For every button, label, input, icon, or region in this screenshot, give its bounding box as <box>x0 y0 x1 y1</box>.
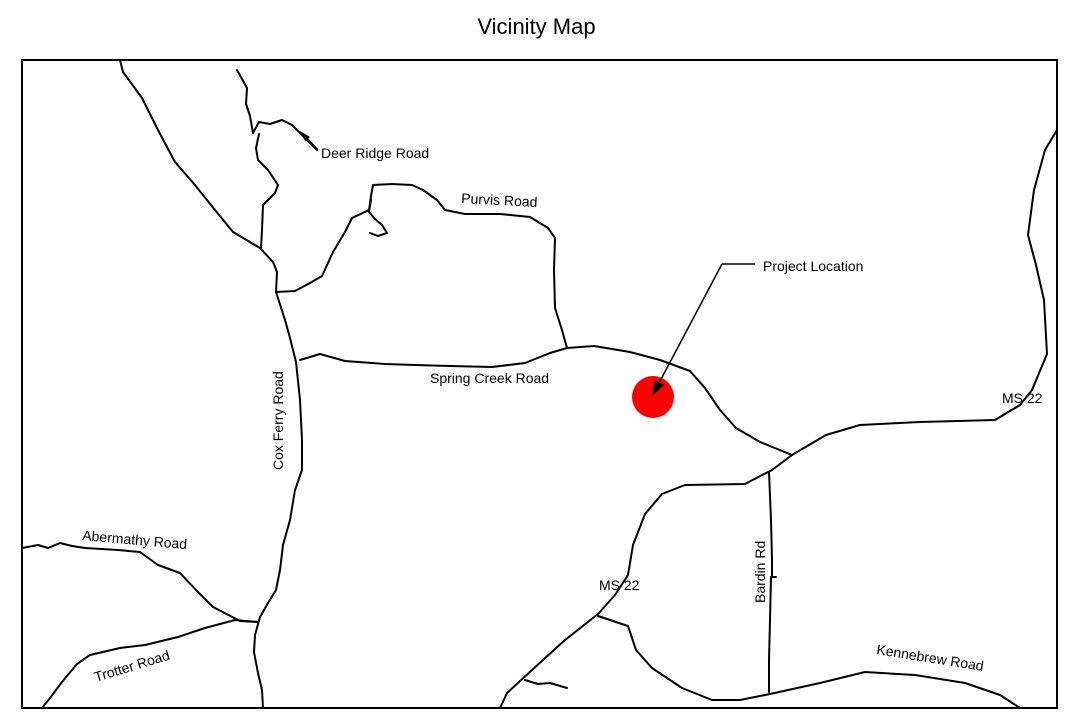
label-ms22-east: MS 22 <box>1002 390 1043 406</box>
road-abermathy <box>21 542 259 623</box>
label-deer-ridge-road: Deer Ridge Road <box>321 145 429 161</box>
label-spring-creek-road: Spring Creek Road <box>430 370 549 386</box>
map-frame <box>21 59 1058 709</box>
road-bardin <box>768 471 777 693</box>
road-spring-creek <box>299 345 793 456</box>
label-project-location: Project Location <box>763 258 863 274</box>
road-network <box>21 59 1058 709</box>
road-deer-ridge <box>236 69 318 249</box>
road-purvis-spur <box>368 199 388 237</box>
road-cox-ferry <box>119 59 303 709</box>
road-ms22-south <box>499 454 793 709</box>
map-title: Vicinity Map <box>477 14 596 39</box>
label-ms22-south: MS 22 <box>599 577 640 593</box>
road-trotter <box>41 619 259 709</box>
road-purvis <box>275 183 568 349</box>
project-location-marker[interactable] <box>632 376 674 418</box>
label-bardin-rd: Bardin Rd <box>752 541 768 603</box>
road-kennebrew <box>597 615 1021 709</box>
road-south-spur <box>524 679 568 689</box>
label-kennebrew-road: Kennebrew Road <box>876 641 985 674</box>
road-ms22-east <box>791 129 1058 456</box>
project-leader-line <box>652 263 755 396</box>
map-labels: Deer Ridge Road Purvis Road Project Loca… <box>82 145 1043 685</box>
label-cox-ferry-road: Cox Ferry Road <box>270 371 286 470</box>
deer-ridge-leader <box>300 131 319 151</box>
label-purvis-road: Purvis Road <box>461 190 538 210</box>
